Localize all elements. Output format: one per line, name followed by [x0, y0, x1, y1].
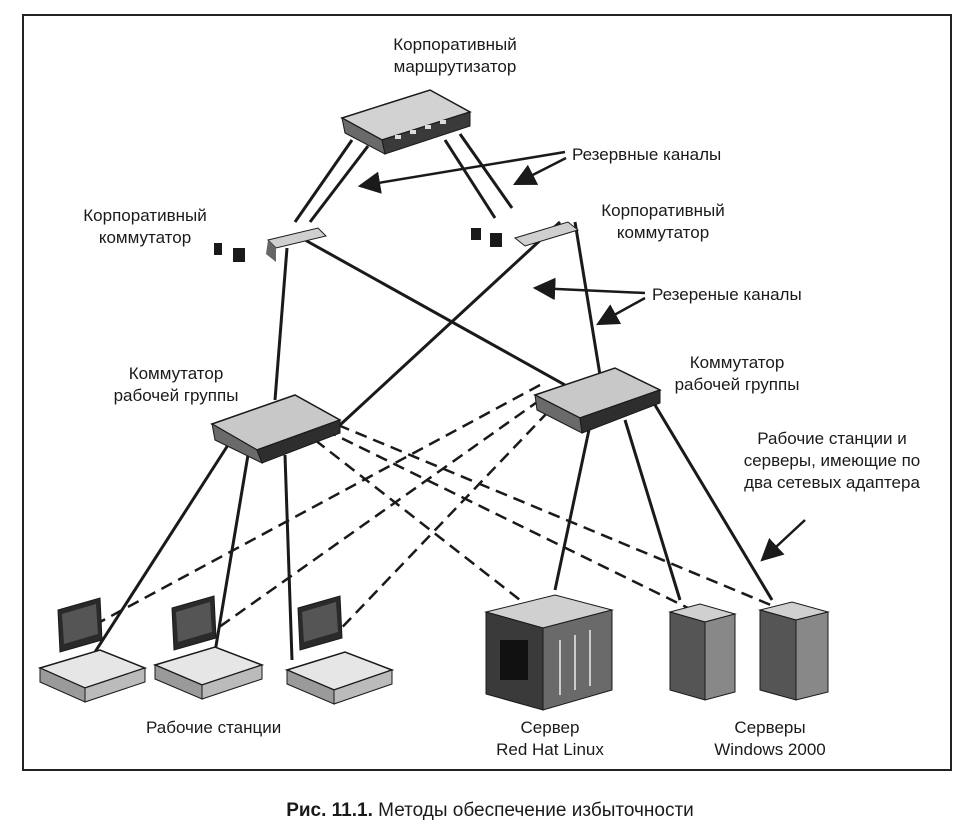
caption-prefix: Рис. 11.1. — [286, 800, 373, 821]
workstation-1 — [37, 597, 148, 703]
label-dual-nic-line2: серверы, имеющие по — [743, 451, 921, 470]
label-servers-windows-line2: Windows 2000 — [714, 740, 826, 759]
label-wg-right: Коммутатор рабочей группы — [657, 352, 817, 396]
arrow-mid-right — [596, 296, 646, 326]
label-dual-nic-line3: два сетевых адаптера — [744, 473, 920, 492]
label-redundant-mid: Резерeные каналы — [652, 285, 802, 304]
workstation-3 — [284, 595, 395, 705]
label-server-linux-line2: Red Hat Linux — [496, 740, 604, 759]
label-workstations: Рабочие станции — [146, 718, 282, 737]
switch-left-device — [214, 227, 327, 262]
label-servers-windows: Серверы Windows 2000 — [690, 717, 850, 761]
solid-links — [93, 133, 774, 661]
arrow-top-left — [357, 150, 566, 194]
dash-wgright-ws1 — [99, 383, 541, 624]
link-router-switch-left-2 — [308, 145, 370, 223]
caption-text: Методы обеспечение избыточности — [372, 800, 694, 821]
server-windows-2-device — [758, 601, 830, 701]
label-switch-left-line1: Корпоративный — [83, 206, 207, 225]
link-wgleft-ws3 — [283, 454, 294, 661]
server-linux-device — [484, 594, 614, 711]
switch-right-device — [471, 221, 580, 247]
router-device — [340, 89, 472, 155]
label-wg-left: Коммутатор рабочей группы — [96, 363, 256, 407]
link-router-switch-left-1 — [293, 139, 354, 223]
server-windows-1-device — [668, 603, 737, 701]
label-switch-left-line2: коммутатор — [98, 228, 192, 247]
network-diagram — [37, 89, 830, 711]
label-wg-left-line2: рабочей группы — [113, 386, 239, 405]
arrow-top-right — [512, 156, 567, 186]
arrow-dual-nic — [760, 519, 806, 562]
dash-wgleft-win2 — [337, 423, 779, 610]
link-switchleft-wgright — [304, 238, 566, 387]
dash-wgright-ws2 — [214, 398, 541, 632]
dash-wgright-ws3 — [329, 411, 549, 641]
link-wgleft-ws2 — [213, 454, 250, 653]
link-switchright-wgright — [573, 221, 602, 376]
label-server-linux-line1: Сервер — [520, 718, 580, 737]
label-wg-right-line1: Коммутатор — [689, 353, 785, 372]
dash-wgleft-win1 — [324, 428, 689, 610]
link-switchright-wgleft — [338, 220, 562, 427]
label-switch-left: Корпоративный коммутатор — [60, 205, 230, 249]
label-dual-nic-line1: Рабочие станции и — [757, 429, 907, 448]
dash-wgleft-linux — [314, 439, 521, 601]
link-wgleft-ws1 — [93, 444, 230, 653]
link-router-switch-right-2 — [458, 133, 514, 209]
label-wg-left-line1: Коммутатор — [128, 364, 224, 383]
dashed-links — [99, 383, 779, 641]
arrows — [357, 150, 806, 562]
label-switch-right-line1: Корпоративный — [601, 201, 725, 220]
label-router-line2: маршрутизатор — [393, 57, 517, 76]
link-wgright-win1 — [623, 419, 682, 601]
wg-switch-right-device — [533, 367, 662, 434]
label-switch-right: Корпоративный коммутатор — [578, 200, 748, 244]
label-servers-windows-line1: Серверы — [734, 718, 806, 737]
label-server-linux: Сервер Red Hat Linux — [470, 717, 630, 761]
figure-caption: Рис. 11.1. Методы обеспечение избыточнос… — [0, 800, 980, 822]
label-dual-nic: Рабочие станции и серверы, имеющие по дв… — [722, 428, 942, 494]
label-wg-right-line2: рабочей группы — [674, 375, 800, 394]
link-wgright-linux — [553, 424, 592, 591]
label-switch-right-line2: коммутатор — [616, 223, 710, 242]
workstation-2 — [152, 595, 265, 700]
arrow-mid-left — [532, 277, 646, 301]
link-switchleft-wgleft — [273, 247, 289, 401]
link-wgright-win2 — [653, 404, 774, 601]
label-router: Корпоративный маршрутизатор — [360, 34, 550, 78]
label-router-line1: Корпоративный — [393, 35, 517, 54]
link-router-switch-right-1 — [443, 139, 497, 219]
diagram-frame — [22, 14, 952, 771]
wg-switch-left-device — [210, 394, 342, 465]
label-redundant-top: Резервные каналы — [572, 145, 722, 164]
